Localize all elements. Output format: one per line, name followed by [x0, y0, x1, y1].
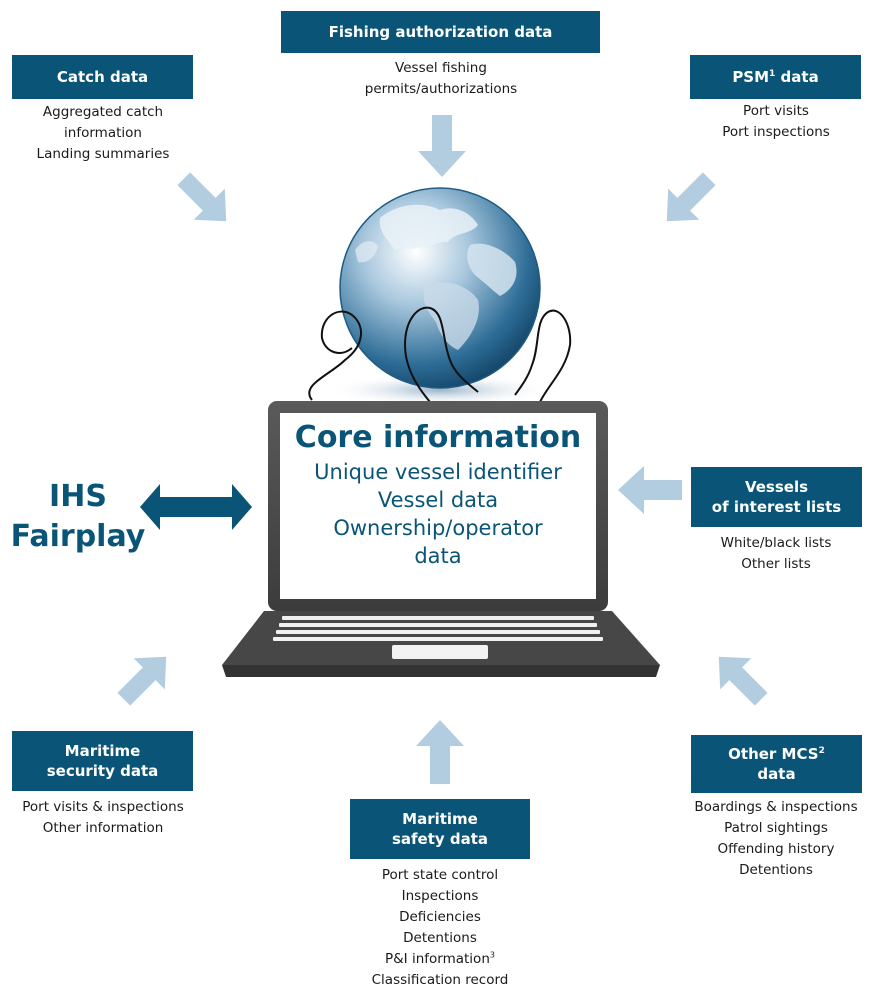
catch-line: Landing summaries — [36, 146, 170, 162]
fishing-authorization-title: Fishing authorization data — [328, 23, 553, 41]
safety-line: Port state control — [381, 867, 499, 883]
mcs-line: Offending history — [717, 841, 835, 857]
core-information-title: Core information — [294, 420, 582, 455]
interest-title-line2: of interest lists — [711, 498, 842, 516]
mcs-line: Patrol sightings — [724, 820, 828, 836]
catch-data-lines: Aggregated catch information Landing sum… — [0, 102, 206, 165]
maritime-security-lines: Port visits & inspections Other informat… — [0, 797, 206, 839]
fishing-line: permits/authorizations — [364, 81, 518, 97]
globe-shadow — [325, 374, 555, 406]
safety-title-line1: Maritime — [402, 810, 478, 828]
mcs-title-line2: data — [757, 765, 796, 783]
core-information-panel: Core information Unique vessel identifie… — [282, 418, 594, 570]
safety-line-pi: P&I information3 — [340, 949, 540, 970]
catch-data-box: Catch data — [12, 55, 193, 99]
fishing-authorization-lines: Vessel fishing permits/authorizations — [300, 58, 582, 100]
catch-data-title: Catch data — [56, 68, 149, 86]
fishing-authorization-box: Fishing authorization data — [281, 11, 600, 53]
safety-line: Deficiencies — [399, 909, 481, 925]
mcs-line: Boardings & inspections — [694, 799, 858, 815]
psm-line: Port inspections — [722, 124, 830, 140]
psm-data-box: PSM1 data — [690, 55, 861, 99]
laptop-keyboard — [273, 616, 603, 641]
vessels-of-interest-box: Vessels of interest lists — [691, 467, 862, 527]
security-title-line1: Maritime — [64, 742, 141, 760]
arrow-psm-to-globe — [666, 172, 716, 222]
other-mcs-box: Other MCS2 data — [691, 735, 862, 793]
catch-line: Aggregated catch — [42, 104, 164, 120]
safety-line: Inspections — [401, 888, 479, 904]
psm-footnote: 1 — [769, 69, 776, 79]
arrow-interest-to-laptop — [618, 466, 682, 514]
security-title-line2: security data — [46, 762, 159, 780]
vessels-of-interest-lines: White/black lists Other lists — [686, 533, 866, 575]
core-item: Vessel data — [377, 488, 499, 512]
safety-line: Detentions — [403, 930, 477, 946]
core-item: Unique vessel identifier — [314, 460, 562, 484]
security-line: Other information — [42, 820, 164, 836]
ihs-line1: IHS — [49, 479, 107, 514]
pi-footnote: 3 — [489, 950, 495, 960]
psm-title-suffix: data — [775, 68, 819, 86]
ihs-fairplay-label: IHS Fairplay — [6, 477, 150, 557]
fishing-line: Vessel fishing — [395, 60, 487, 76]
maritime-safety-lines: Port state control Inspections Deficienc… — [340, 865, 540, 991]
psm-line: Port visits — [743, 103, 809, 119]
laptop-icon — [222, 401, 660, 677]
interest-line: White/black lists — [720, 535, 832, 551]
ihs-line2: Fairplay — [10, 519, 146, 554]
psm-title: PSM — [732, 68, 770, 86]
arrow-catch-to-globe — [177, 172, 227, 222]
psm-data-lines: Port visits Port inspections — [686, 101, 866, 143]
safety-title-line2: safety data — [391, 830, 489, 848]
interest-line: Other lists — [741, 556, 811, 572]
other-mcs-lines: Boardings & inspections Patrol sightings… — [680, 797, 872, 881]
ihs-double-arrow — [140, 484, 252, 530]
catch-line: information — [64, 125, 142, 141]
maritime-safety-box: Maritime safety data — [350, 799, 530, 859]
mcs-title: Other MCS — [728, 745, 819, 763]
globe-icon — [339, 187, 541, 389]
laptop-cables — [308, 306, 572, 403]
maritime-security-box: Maritime security data — [12, 731, 193, 791]
mcs-footnote: 2 — [818, 746, 825, 756]
pi-text: P&I information — [385, 951, 490, 967]
core-item: data — [414, 544, 462, 568]
arrow-mcs-to-laptop — [718, 656, 768, 706]
interest-title-line1: Vessels — [744, 478, 809, 496]
security-line: Port visits & inspections — [22, 799, 184, 815]
core-item: Ownership/operator — [333, 516, 543, 540]
mcs-line: Detentions — [739, 862, 813, 878]
arrow-safety-to-laptop — [416, 720, 464, 784]
safety-line: Classification record — [371, 972, 509, 988]
arrow-fishing-to-globe — [418, 115, 466, 177]
arrow-security-to-laptop — [117, 656, 167, 706]
